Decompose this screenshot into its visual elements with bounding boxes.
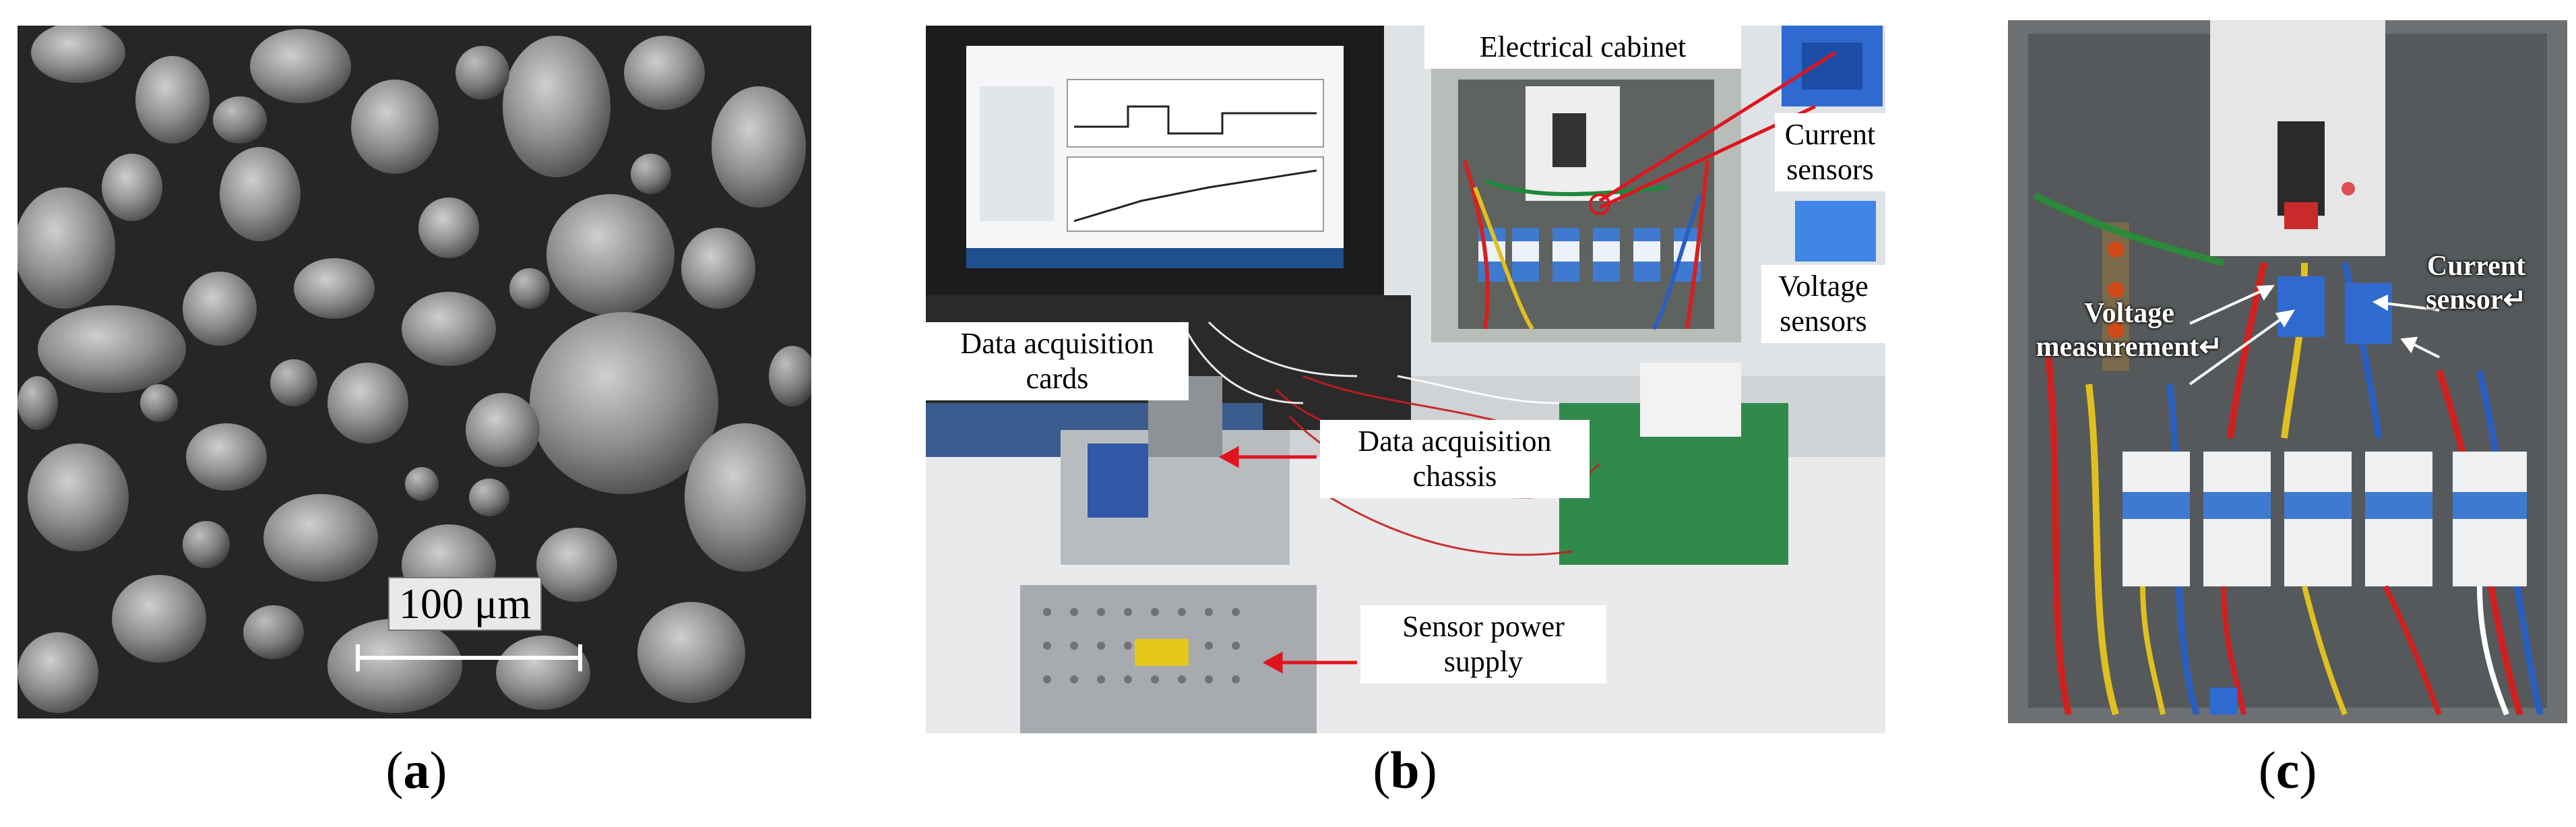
caption-b-letter: b: [1390, 741, 1420, 799]
label-current-sensor: Current sensor↵: [2426, 251, 2527, 315]
caption-c: (c): [2258, 741, 2317, 799]
scale-bar-label: 100 μm: [388, 577, 542, 631]
current-sensor-block: [2277, 276, 2325, 337]
label-electrical-cabinet: Electrical cabinet: [1424, 26, 1741, 69]
label-voltage-sensors: Voltage sensors: [1761, 265, 1885, 343]
label-data-acquisition-cards: Data acquisition cards: [926, 322, 1189, 400]
caption-a: (a): [385, 741, 447, 799]
sem-image-panel: 100 μm: [18, 26, 811, 718]
cabinet-closeup-photo: [2008, 20, 2567, 723]
caption-a-letter: a: [403, 741, 430, 799]
measurement-setup-photo: [926, 26, 1885, 733]
voltage-sensor-icon: [1795, 201, 1876, 262]
caption-c-letter: c: [2275, 741, 2300, 799]
label-current-sensors: Current sensors: [1775, 113, 1885, 191]
label-data-acquisition-chassis: Data acquisition chassis: [1320, 420, 1590, 498]
cabinet-closeup-panel: Voltage measurement↵ Current sensor↵: [2008, 20, 2567, 723]
label-voltage-measurement: Voltage measurement↵: [2036, 298, 2223, 363]
caption-b: (b): [1373, 741, 1437, 799]
label-sensor-power-supply: Sensor power supply: [1360, 605, 1606, 683]
setup-photo-panel: Electrical cabinet Current sensors Volta…: [926, 26, 1885, 733]
sem-powder-micrograph: [18, 26, 811, 718]
